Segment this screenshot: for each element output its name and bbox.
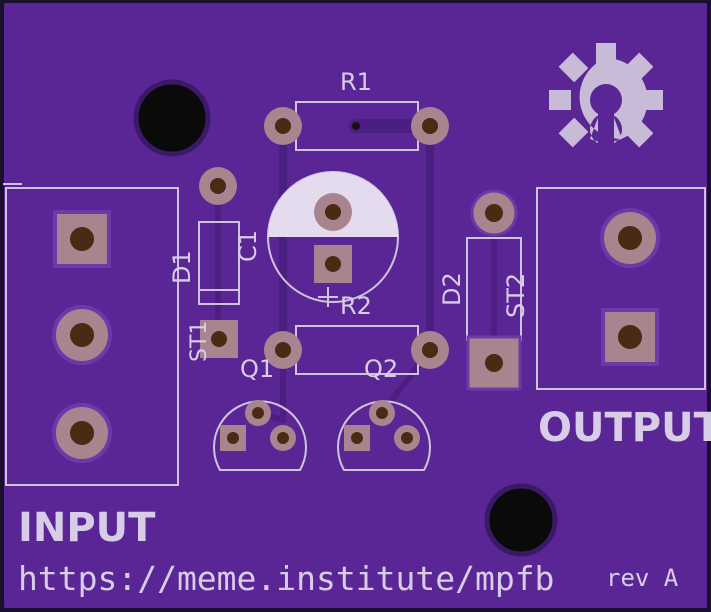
output-terminal-block [536, 187, 706, 390]
r2-footprint [264, 325, 449, 375]
label-rev: rev A [606, 564, 679, 592]
label-c1: C1 [234, 230, 262, 262]
label-q1: Q1 [240, 355, 274, 383]
c1-footprint [267, 171, 399, 307]
label-r1: R1 [340, 68, 372, 96]
open-hardware-gear-icon [549, 43, 663, 148]
q2-footprint [337, 400, 431, 471]
label-st1: ST1 [187, 321, 212, 362]
mount-hole-bottom-right [484, 483, 558, 557]
label-output: OUTPUT [538, 405, 711, 451]
d1-footprint [198, 167, 240, 358]
r1-footprint [264, 101, 449, 151]
label-input: INPUT [18, 505, 156, 551]
input-terminal-block [3, 183, 179, 486]
label-d2: D2 [438, 272, 466, 306]
q1-footprint [213, 400, 307, 471]
via [352, 122, 360, 130]
label-st2: ST2 [502, 273, 530, 318]
label-q2: Q2 [364, 355, 398, 383]
mount-hole-top-left [133, 79, 211, 157]
d2-footprint [466, 189, 522, 391]
label-url: https://meme.institute/mpfb [18, 559, 554, 598]
label-d1: D1 [168, 250, 196, 284]
label-r2: R2 [340, 292, 372, 320]
